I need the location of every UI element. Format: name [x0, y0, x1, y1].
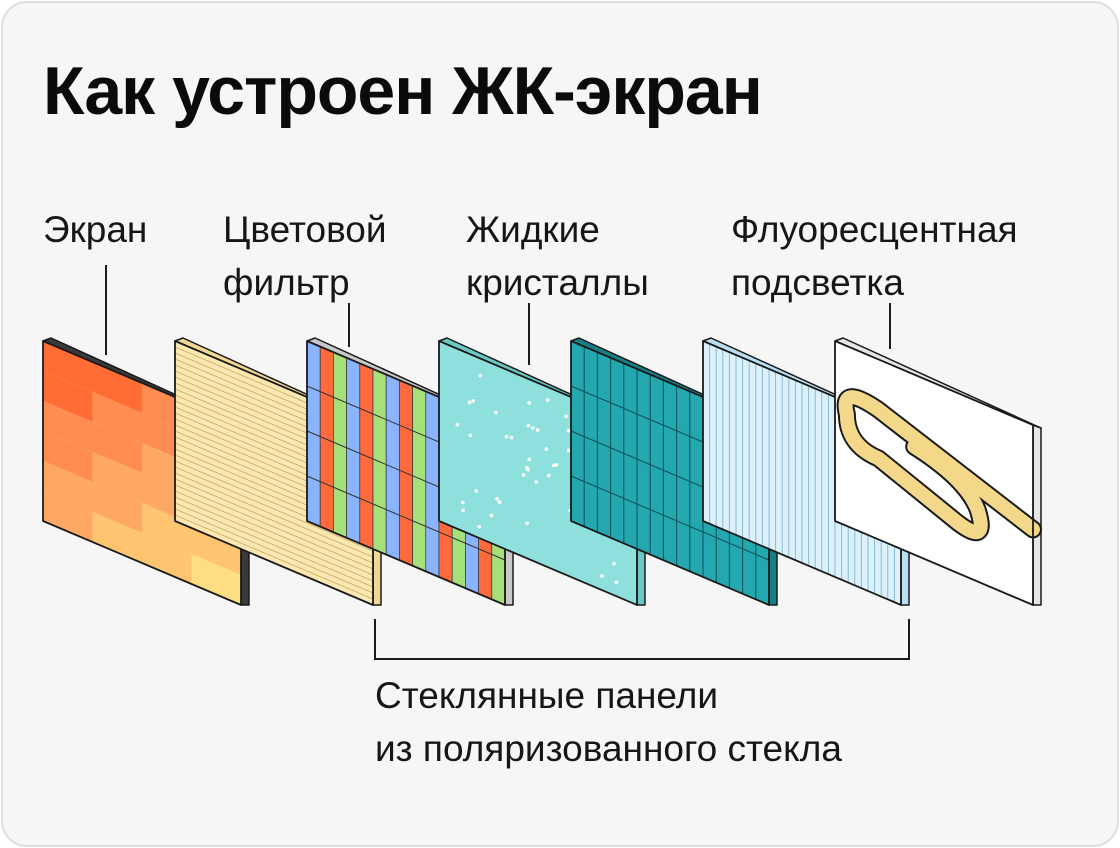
lcd-layers-diagram [42, 265, 1042, 660]
label-backlight: Флуоресцентная подсветка [731, 209, 1018, 303]
layer-backlight [834, 337, 1042, 606]
label-liquid-crystals: Жидкие кристаллы [466, 209, 649, 303]
label-color-filter: Цветовой фильтр [223, 209, 387, 303]
glass-panels-bracket [374, 619, 910, 660]
label-screen: Экран [43, 209, 148, 250]
label-glass-panels: Стеклянные панели из поляризованного сте… [375, 675, 842, 769]
page-title: Как устроен ЖК-экран [43, 53, 763, 129]
